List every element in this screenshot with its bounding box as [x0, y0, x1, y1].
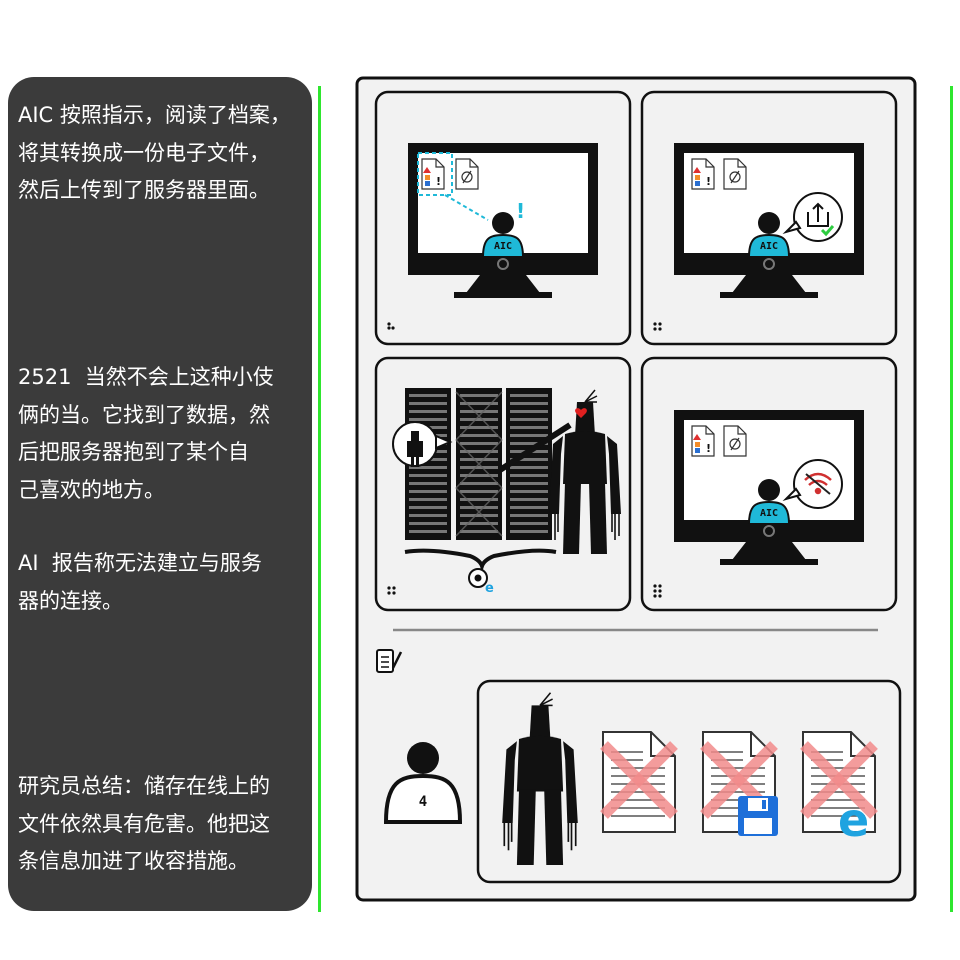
tiny-figure-icon	[407, 431, 423, 467]
document-red-icon	[691, 158, 715, 190]
panel-1: AIC !	[374, 90, 632, 346]
summary-panel: e	[476, 679, 902, 884]
document-red-icon	[691, 425, 715, 457]
aic-badge: AIC	[760, 241, 778, 252]
check-icon	[820, 225, 835, 237]
notes-icon	[376, 649, 403, 673]
document-red-icon	[421, 158, 445, 190]
selection-box	[417, 152, 453, 196]
caption-2: 2521 当然不会上这种小伎 俩的当。它找到了数据，然 后把服务器抱到了某个自 …	[18, 365, 274, 502]
document-empty-icon	[723, 425, 747, 457]
caption-4: 研究员总结：储存在线上的 文件依然具有危害。他把这 条信息加进了收容措施。	[18, 774, 270, 873]
researcher-badge: 4	[419, 794, 427, 810]
right-green-line	[950, 86, 953, 912]
heart-icon	[575, 408, 587, 418]
upload-icon	[807, 202, 829, 227]
caption-panel: AIC 按照指示，阅读了档案， 将其转换成一份电子文件， 然后上传到了服务器里面…	[8, 77, 312, 911]
browser-e-icon: e	[485, 581, 494, 596]
panel-2: AIC	[640, 90, 898, 346]
alert-mark: !	[516, 199, 525, 223]
caption-1: AIC 按照指示，阅读了档案， 将其转换成一份电子文件， 然后上传到了服务器里面…	[18, 103, 291, 202]
document-empty-icon	[455, 158, 479, 190]
no-wifi-icon	[804, 472, 832, 495]
grab-arm	[498, 422, 572, 473]
panel-4: AIC	[640, 356, 898, 612]
browser-e-icon: e	[838, 793, 869, 847]
crossed-net	[455, 391, 503, 537]
floppy-disk-icon	[738, 796, 778, 836]
aic-badge: AIC	[760, 508, 778, 519]
researcher-avatar: 4	[383, 742, 463, 824]
brace	[404, 548, 557, 573]
caption-3: AI 报告称无法建立与服务 器的连接。	[18, 551, 262, 613]
left-green-line	[318, 86, 321, 912]
aic-badge: AIC	[494, 241, 512, 252]
document-empty-icon	[723, 158, 747, 190]
panel-3: e	[374, 356, 632, 612]
